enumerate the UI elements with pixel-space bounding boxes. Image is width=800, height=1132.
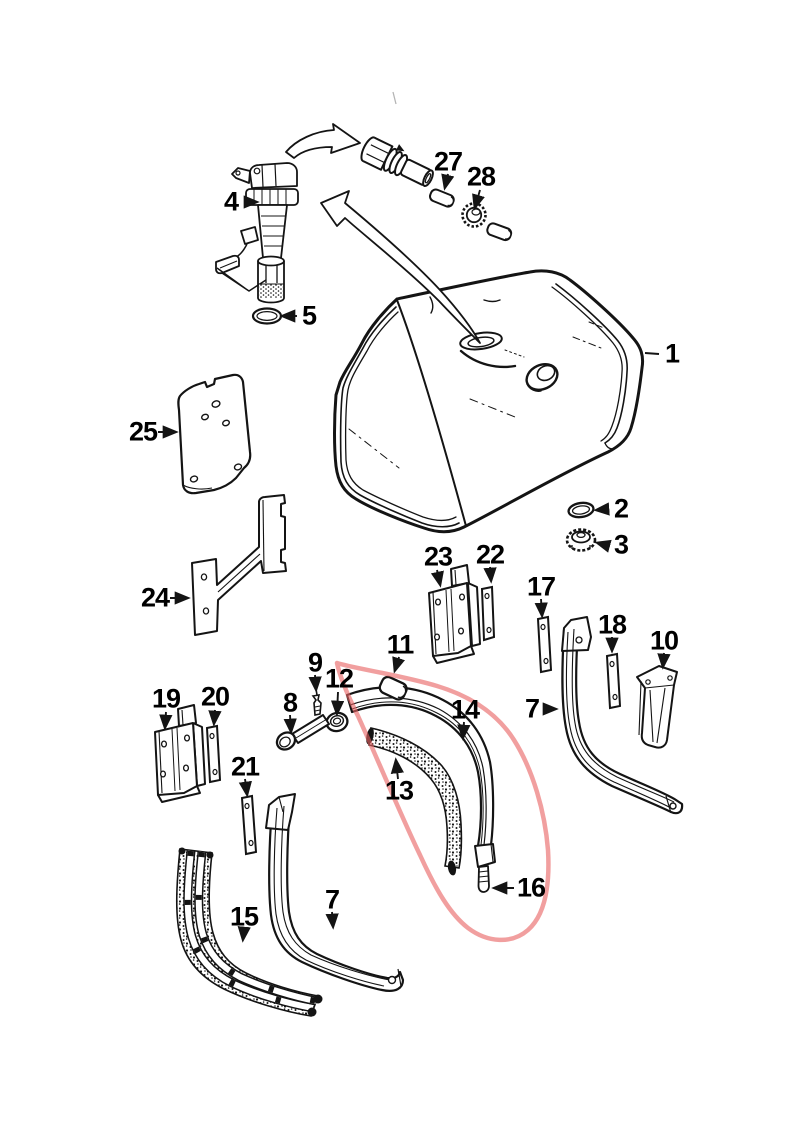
part-callout-28: 28 bbox=[466, 161, 496, 192]
part-callout-4: 4 bbox=[223, 186, 239, 217]
part-9-drawing bbox=[311, 688, 322, 716]
part-callout-24: 24 bbox=[140, 582, 170, 613]
strap-7-right-drawing bbox=[561, 616, 684, 815]
part-callout-1: 1 bbox=[664, 338, 680, 369]
part-callout-7-right: 7 bbox=[524, 693, 540, 724]
leader-lines bbox=[158, 173, 671, 943]
part-callout-7-bottom: 7 bbox=[324, 884, 340, 915]
stray-mark bbox=[392, 91, 397, 105]
part-callout-23: 23 bbox=[423, 541, 453, 572]
part-callout-21: 21 bbox=[230, 751, 260, 782]
part-callout-11: 11 bbox=[386, 629, 415, 660]
part-callout-15: 15 bbox=[229, 901, 259, 932]
part-21-drawing bbox=[240, 794, 258, 856]
part-8-drawing bbox=[275, 714, 330, 751]
hose-fitting-drawing bbox=[360, 136, 434, 188]
part-5-drawing bbox=[251, 307, 283, 325]
pad-13-drawing bbox=[366, 727, 463, 876]
part-17-drawing bbox=[536, 615, 553, 674]
part-callout-8: 8 bbox=[282, 687, 298, 718]
part-callout-13: 13 bbox=[384, 775, 414, 806]
pad-15-drawing bbox=[175, 847, 323, 1017]
part-20-drawing bbox=[205, 724, 222, 784]
highlight-loop bbox=[334, 660, 551, 943]
direction-arrow-large bbox=[320, 190, 481, 344]
part-3-drawing bbox=[565, 528, 597, 552]
part-22-drawing bbox=[480, 585, 496, 642]
fuel-tank-drawing bbox=[333, 269, 645, 534]
fuel-sender-drawing bbox=[215, 162, 299, 304]
part-10-drawing bbox=[636, 665, 678, 749]
part-callout-17: 17 bbox=[526, 571, 556, 602]
part-12-drawing bbox=[325, 711, 349, 733]
part-callout-18: 18 bbox=[597, 609, 627, 640]
part-2-drawing bbox=[567, 501, 595, 519]
part-callout-2: 2 bbox=[613, 493, 629, 524]
part-callout-27: 27 bbox=[433, 146, 463, 177]
part-callout-5: 5 bbox=[301, 300, 317, 331]
part-23-drawing bbox=[428, 564, 481, 664]
part-callout-10: 10 bbox=[649, 625, 679, 656]
part-callout-3: 3 bbox=[613, 529, 629, 560]
part-callout-22: 22 bbox=[475, 539, 505, 570]
part-callout-14: 14 bbox=[450, 694, 480, 725]
part-24-drawing bbox=[191, 494, 287, 636]
strap-7-bottom-drawing bbox=[265, 793, 405, 992]
part-18-drawing bbox=[605, 652, 622, 710]
stud-16-drawing bbox=[477, 865, 490, 893]
direction-arrow-small bbox=[285, 123, 361, 159]
part-callout-25: 25 bbox=[128, 416, 158, 447]
part-callout-19: 19 bbox=[151, 683, 181, 714]
part-25-drawing bbox=[177, 373, 252, 495]
part-callout-16: 16 bbox=[516, 872, 546, 903]
part-19-drawing bbox=[154, 704, 206, 803]
part-28-drawing bbox=[461, 202, 513, 242]
part-11-drawing bbox=[378, 675, 408, 701]
part-27-drawing bbox=[429, 188, 455, 208]
part-callout-12: 12 bbox=[324, 663, 354, 694]
part-callout-20: 20 bbox=[200, 681, 230, 712]
part-callout-9: 9 bbox=[307, 647, 323, 678]
